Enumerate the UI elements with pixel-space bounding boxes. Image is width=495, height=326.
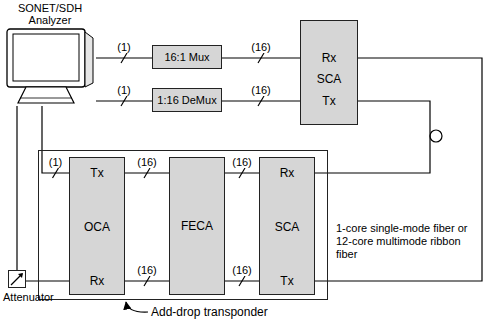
box-label: Tx bbox=[70, 166, 124, 180]
monitor-body bbox=[7, 29, 85, 87]
fiber-note: 1-core single-mode fiber or 12-core mult… bbox=[336, 222, 476, 261]
box-label: Tx bbox=[301, 94, 357, 108]
box-label: Attenuator bbox=[3, 290, 54, 304]
bus-slash bbox=[239, 276, 245, 286]
demux-box: 1:16 DeMux bbox=[152, 88, 222, 112]
bus-width: (16) bbox=[231, 264, 253, 276]
box-label: SCA bbox=[260, 220, 314, 234]
bus-width: (16) bbox=[231, 156, 253, 168]
device-label: SONET/SDH Analyzer bbox=[4, 2, 96, 26]
feca-box: FECA bbox=[169, 157, 225, 295]
arrow-head bbox=[18, 273, 23, 278]
signal-line bbox=[26, 280, 69, 281]
bus-slash bbox=[258, 96, 264, 106]
attenuator-symbol: Attenuator bbox=[8, 270, 26, 288]
bus-slash bbox=[144, 168, 150, 178]
bus-slash bbox=[121, 96, 127, 106]
fiber-loop bbox=[430, 130, 442, 142]
base-line bbox=[20, 98, 72, 99]
signal-line bbox=[16, 106, 17, 270]
box-label: Rx bbox=[260, 166, 314, 180]
oca-box: TxOCA Rx bbox=[69, 157, 125, 295]
box-label: Rx bbox=[301, 51, 357, 65]
bus-width: (16) bbox=[136, 264, 158, 276]
mux-box: 16:1 Mux bbox=[152, 45, 222, 69]
bus-slash bbox=[121, 53, 127, 63]
bus-width: (16) bbox=[250, 41, 272, 53]
bus-slash bbox=[53, 168, 59, 178]
monitor-base bbox=[18, 87, 74, 103]
sca-box: RxSCA Tx bbox=[300, 20, 358, 125]
arrow-shaft bbox=[11, 274, 22, 285]
attenuator-arrow bbox=[9, 271, 25, 287]
analyzer: SONET/SDH Analyzer bbox=[4, 2, 96, 106]
transponder-frame: Add-drop transponderTxOCARxFECARxSCATx bbox=[38, 150, 328, 300]
monitor-side bbox=[85, 32, 93, 87]
signal-line bbox=[42, 106, 69, 173]
bus-width: (16) bbox=[136, 156, 158, 168]
bus-width: (1) bbox=[116, 41, 131, 53]
bus-width: (1) bbox=[48, 156, 63, 168]
box-label: Add-drop transponder bbox=[151, 305, 268, 319]
bus-slash bbox=[239, 168, 245, 178]
box-label: Rx bbox=[70, 274, 124, 288]
bus-slash bbox=[258, 53, 264, 63]
box-label: SCA bbox=[301, 72, 357, 86]
sca-box: RxSCA Tx bbox=[259, 157, 315, 295]
box-label: 1:16 DeMux bbox=[157, 93, 216, 107]
monitor-icon bbox=[4, 28, 96, 106]
bus-slash bbox=[144, 276, 150, 286]
box-label: Tx bbox=[260, 274, 314, 288]
pointer-arrow bbox=[126, 302, 148, 312]
monitor-screen bbox=[13, 34, 79, 81]
box-label: OCA bbox=[70, 220, 124, 234]
bus-width: (1) bbox=[116, 84, 131, 96]
bus-width: (16) bbox=[250, 84, 272, 96]
box-label: 16:1 Mux bbox=[164, 50, 209, 64]
box-label: FECA bbox=[181, 219, 213, 233]
